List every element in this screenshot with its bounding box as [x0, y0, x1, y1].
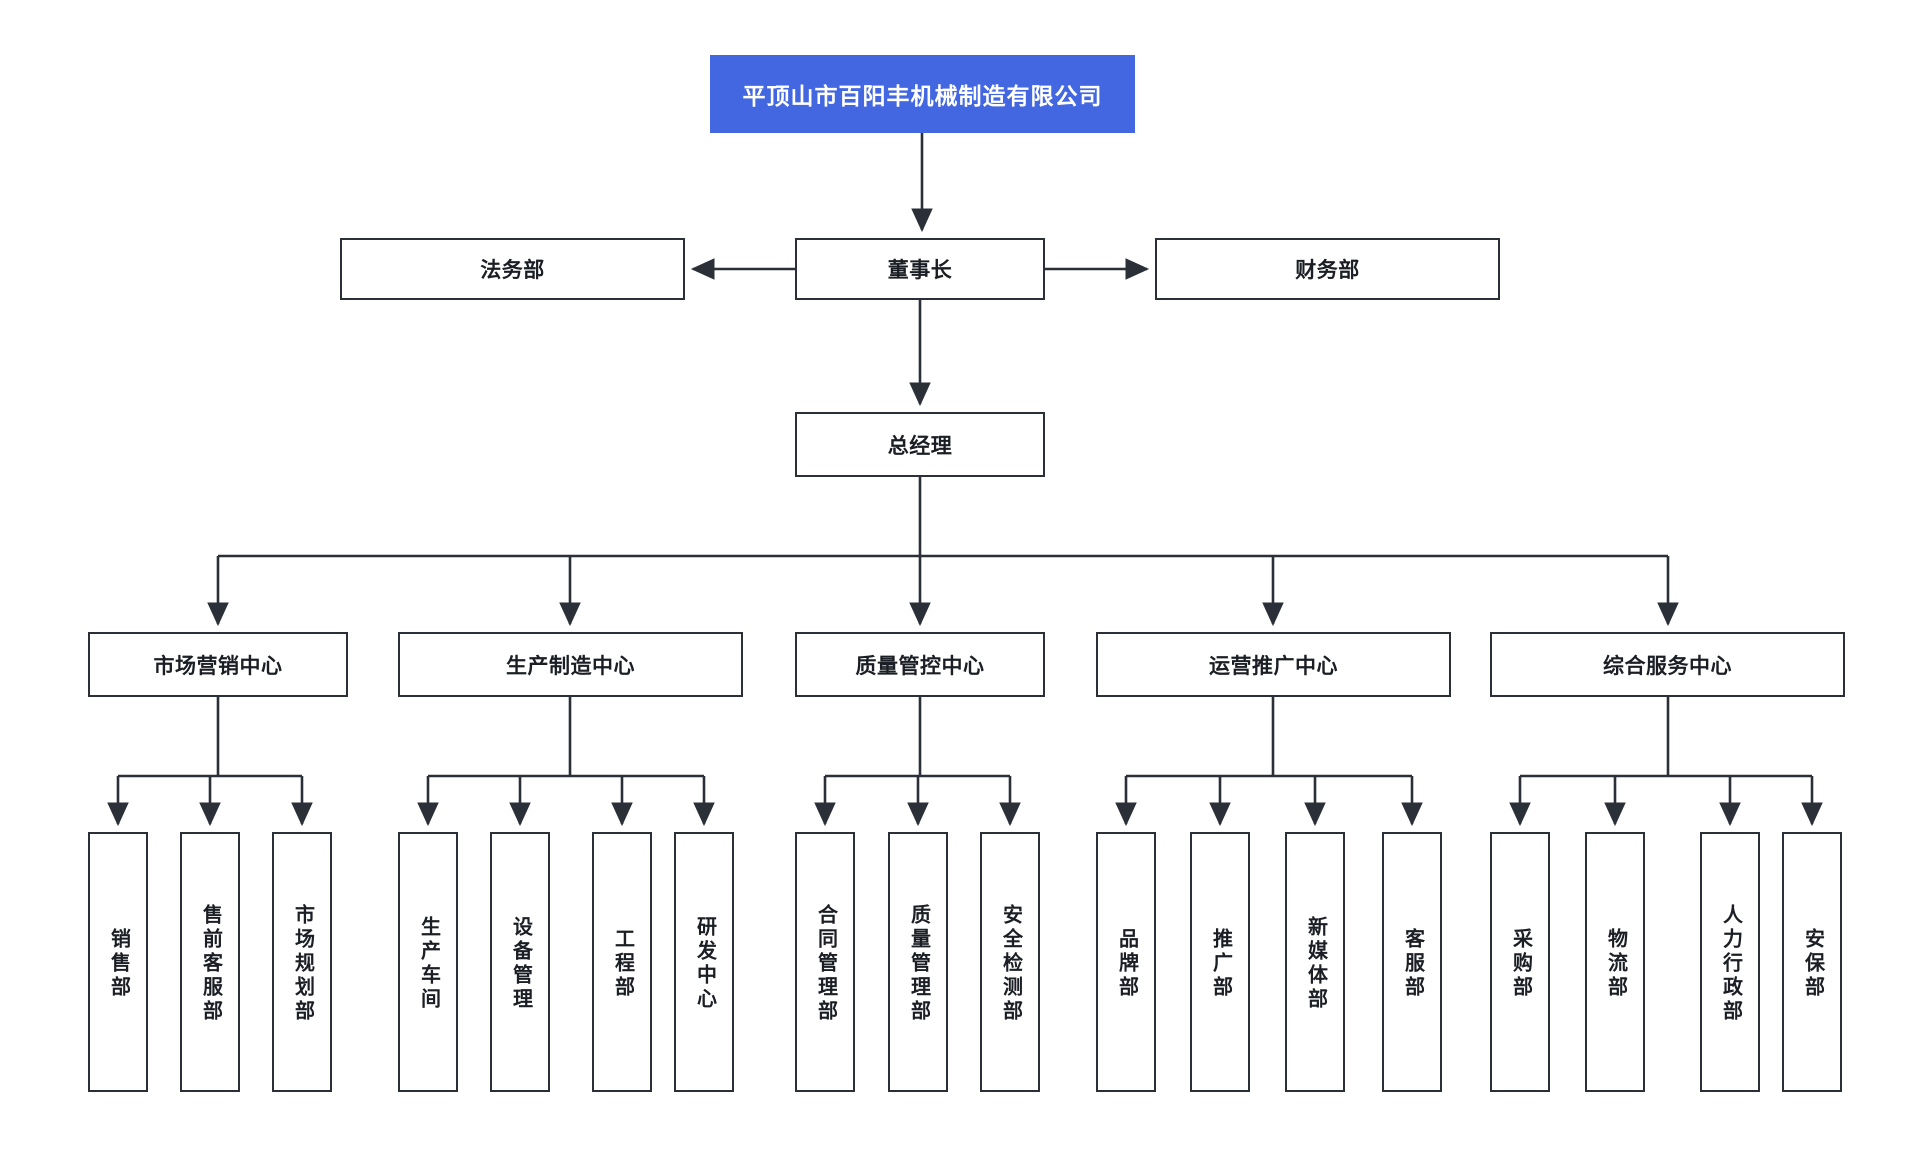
- node-label: 生产车间: [417, 916, 440, 1012]
- node-dept-logistics[interactable]: 物流部: [1585, 832, 1645, 1092]
- node-label: 采购部: [1509, 928, 1532, 1000]
- node-dept-procurement[interactable]: 采购部: [1490, 832, 1550, 1092]
- node-label: 销售部: [107, 928, 130, 1000]
- node-dept-quality-management[interactable]: 质量管理部: [888, 832, 948, 1092]
- node-center-general-services[interactable]: 综合服务中心: [1490, 632, 1845, 697]
- node-finance-department[interactable]: 财务部: [1155, 238, 1500, 300]
- node-label: 售前客服部: [199, 904, 222, 1024]
- node-dept-security[interactable]: 安保部: [1782, 832, 1842, 1092]
- node-label: 客服部: [1401, 928, 1424, 1000]
- node-label: 平顶山市百阳丰机械制造有限公司: [742, 83, 1103, 109]
- node-label: 总经理: [887, 434, 953, 458]
- node-dept-promotion[interactable]: 推广部: [1190, 832, 1250, 1092]
- node-dept-customer-service[interactable]: 客服部: [1382, 832, 1442, 1092]
- node-center-operations[interactable]: 运营推广中心: [1096, 632, 1451, 697]
- node-center-marketing[interactable]: 市场营销中心: [88, 632, 348, 697]
- node-label: 质量管理部: [907, 904, 930, 1024]
- node-label: 运营推广中心: [1209, 654, 1338, 678]
- node-label: 质量管控中心: [855, 654, 985, 678]
- node-center-production[interactable]: 生产制造中心: [398, 632, 743, 697]
- node-dept-presales-service[interactable]: 售前客服部: [180, 832, 240, 1092]
- node-label: 品牌部: [1115, 928, 1138, 1000]
- node-dept-equipment-management[interactable]: 设备管理: [490, 832, 550, 1092]
- node-label: 物流部: [1604, 928, 1627, 1000]
- node-dept-safety-inspection[interactable]: 安全检测部: [980, 832, 1040, 1092]
- node-company-root[interactable]: 平顶山市百阳丰机械制造有限公司: [710, 55, 1135, 133]
- node-label: 生产制造中心: [506, 654, 635, 678]
- node-legal-department[interactable]: 法务部: [340, 238, 685, 300]
- node-general-manager[interactable]: 总经理: [795, 412, 1045, 477]
- node-label: 研发中心: [693, 916, 716, 1012]
- node-label: 安保部: [1801, 928, 1824, 1000]
- node-label: 安全检测部: [999, 904, 1022, 1024]
- node-label: 综合服务中心: [1603, 654, 1732, 678]
- node-label: 市场规划部: [291, 904, 314, 1024]
- node-dept-market-planning[interactable]: 市场规划部: [272, 832, 332, 1092]
- node-label: 合同管理部: [814, 904, 837, 1024]
- node-dept-production-workshop[interactable]: 生产车间: [398, 832, 458, 1092]
- node-label: 市场营销中心: [153, 654, 283, 678]
- node-dept-sales[interactable]: 销售部: [88, 832, 148, 1092]
- node-dept-new-media[interactable]: 新媒体部: [1285, 832, 1345, 1092]
- node-dept-engineering[interactable]: 工程部: [592, 832, 652, 1092]
- node-dept-rnd-center[interactable]: 研发中心: [674, 832, 734, 1092]
- node-center-quality[interactable]: 质量管控中心: [795, 632, 1045, 697]
- node-label: 新媒体部: [1304, 916, 1327, 1012]
- node-label: 设备管理: [509, 916, 532, 1012]
- node-chairman[interactable]: 董事长: [795, 238, 1045, 300]
- node-label: 财务部: [1295, 259, 1360, 282]
- node-label: 推广部: [1209, 928, 1232, 1000]
- node-dept-hr-administration[interactable]: 人力行政部: [1700, 832, 1760, 1092]
- node-dept-contract-management[interactable]: 合同管理部: [795, 832, 855, 1092]
- node-dept-brand[interactable]: 品牌部: [1096, 832, 1156, 1092]
- node-label: 工程部: [611, 928, 634, 1000]
- node-label: 法务部: [480, 259, 545, 282]
- node-label: 人力行政部: [1719, 904, 1742, 1024]
- node-label: 董事长: [887, 259, 953, 282]
